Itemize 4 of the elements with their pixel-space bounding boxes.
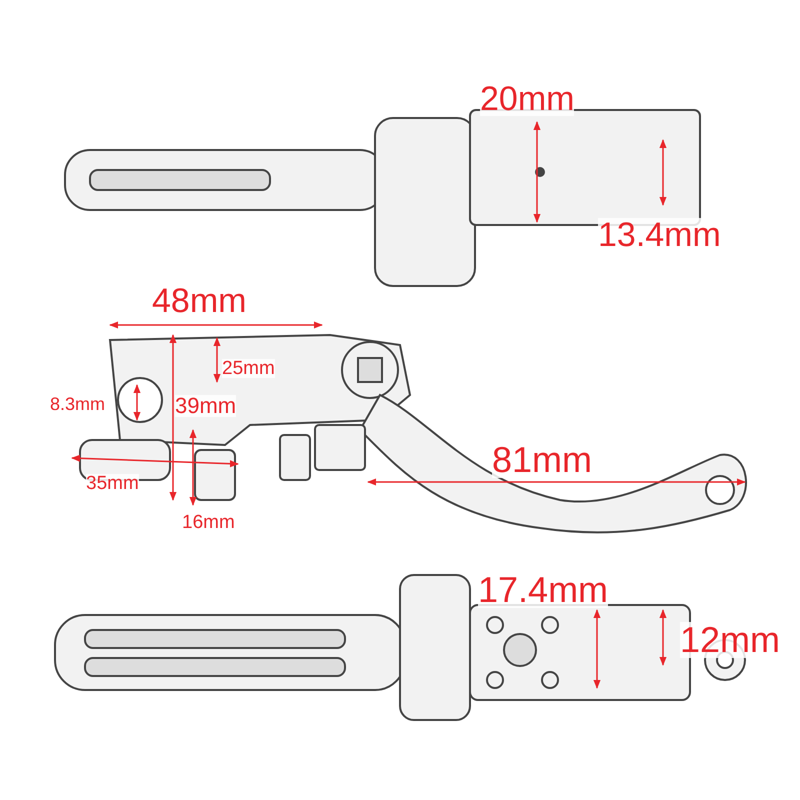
dimension-label: 39mm — [175, 395, 236, 417]
dimension-label: 12mm — [680, 622, 780, 658]
dimension-label: 25mm — [222, 359, 275, 378]
dimension-label: 8.3mm — [50, 395, 106, 413]
